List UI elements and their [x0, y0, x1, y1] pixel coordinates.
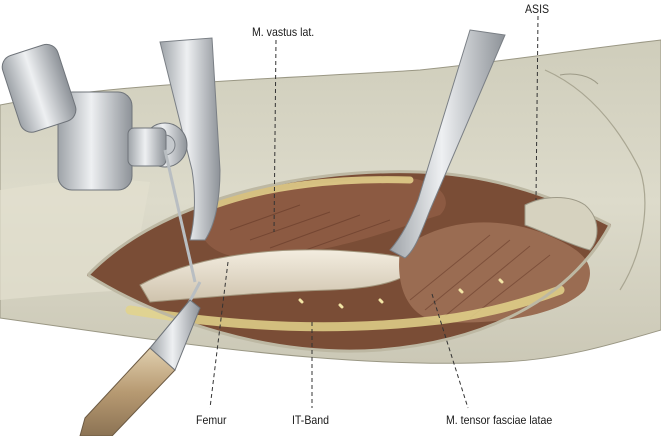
drill-neck: [1, 43, 77, 133]
label-itband: IT-Band: [292, 413, 329, 427]
itband-fascia: [125, 285, 565, 332]
label-tensor: M. tensor fasciae latae: [446, 413, 553, 427]
tensor-fibers: [409, 234, 551, 319]
leader-asis: [535, 15, 539, 201]
vastus-fibers: [229, 204, 391, 253]
vastus-fat: [211, 176, 414, 209]
vastus-muscle: [199, 178, 446, 258]
label-vastus: M. vastus lat.: [252, 25, 315, 39]
guide-wire: [163, 149, 197, 283]
instrument-shaft: [149, 299, 201, 371]
retractor-left: [159, 37, 221, 241]
leader-tensor: [431, 293, 469, 409]
label-asis: ASIS: [525, 2, 550, 16]
hip-contour: [544, 69, 646, 291]
fat-dots: [298, 278, 504, 309]
wound-edge-lower: [87, 224, 612, 353]
instrument-handle: [79, 347, 176, 436]
skin-fold: [559, 73, 599, 85]
asis-prominence: [524, 197, 598, 251]
retractor-right: [389, 29, 506, 259]
drill-collar: [127, 127, 167, 167]
label-femur: Femur: [196, 413, 227, 427]
leader-femur: [209, 261, 229, 409]
